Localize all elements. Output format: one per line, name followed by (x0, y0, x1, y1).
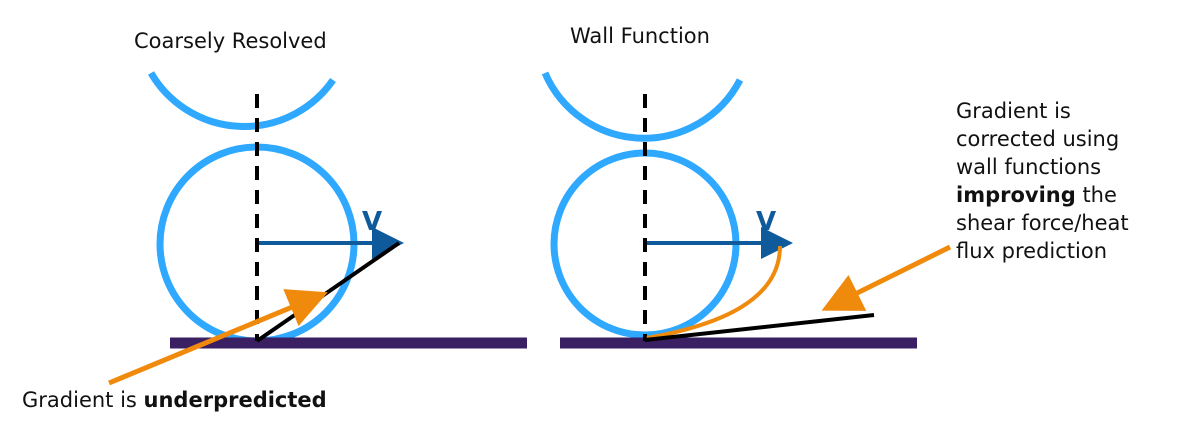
underpredicted-pointer-arrow (108, 289, 328, 386)
caption-text: Gradient is (22, 388, 144, 412)
upper-cell-arc (541, 71, 744, 142)
velocity-label: V (362, 207, 382, 237)
velocity-label: V (756, 207, 776, 237)
panel-wall-function (541, 71, 952, 349)
corrected-pointer-arrow (821, 244, 952, 311)
caption-text: the (1075, 183, 1117, 207)
caption-line: shear force/heat (956, 211, 1129, 235)
panel-coarsely-resolved (108, 71, 527, 386)
caption-line: Gradient is (956, 99, 1071, 123)
corrected-gradient-line (644, 313, 875, 342)
upper-cell-arc (147, 71, 336, 130)
panel-title: Wall Function (570, 24, 710, 48)
linear-gradient-line (255, 241, 401, 343)
caption-line: flux prediction (956, 239, 1107, 263)
panel-title: Coarsely Resolved (134, 29, 327, 53)
corrected-caption: Gradient is corrected using wall functio… (956, 97, 1129, 265)
caption-line: improving the (956, 181, 1129, 209)
caption-emphasis: underpredicted (143, 388, 327, 412)
wall-function-profile-curve (646, 245, 782, 340)
underpredicted-caption: Gradient is underpredicted (22, 387, 327, 414)
caption-line: wall functions (956, 155, 1102, 179)
caption-emphasis: improving (956, 183, 1076, 207)
caption-line: corrected using (956, 127, 1120, 151)
